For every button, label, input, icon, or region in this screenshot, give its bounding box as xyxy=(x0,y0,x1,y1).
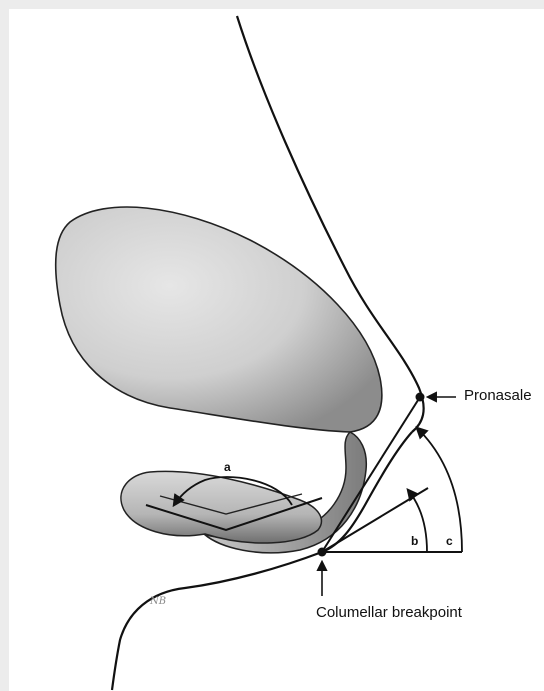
angle-c-label: c xyxy=(446,534,453,548)
columella-lip-outline xyxy=(112,432,412,690)
angle-b-label: b xyxy=(411,534,418,548)
lateral-crus-cartilage xyxy=(56,207,382,432)
artist-signature: NB xyxy=(150,596,166,607)
pronasale-point xyxy=(416,393,425,402)
columellar-breakpoint-label: Columellar breakpoint xyxy=(316,604,462,621)
pronasale-label: Pronasale xyxy=(464,387,532,404)
angle-a-label: a xyxy=(224,460,231,474)
columellar-breakpoint-point xyxy=(318,548,327,557)
